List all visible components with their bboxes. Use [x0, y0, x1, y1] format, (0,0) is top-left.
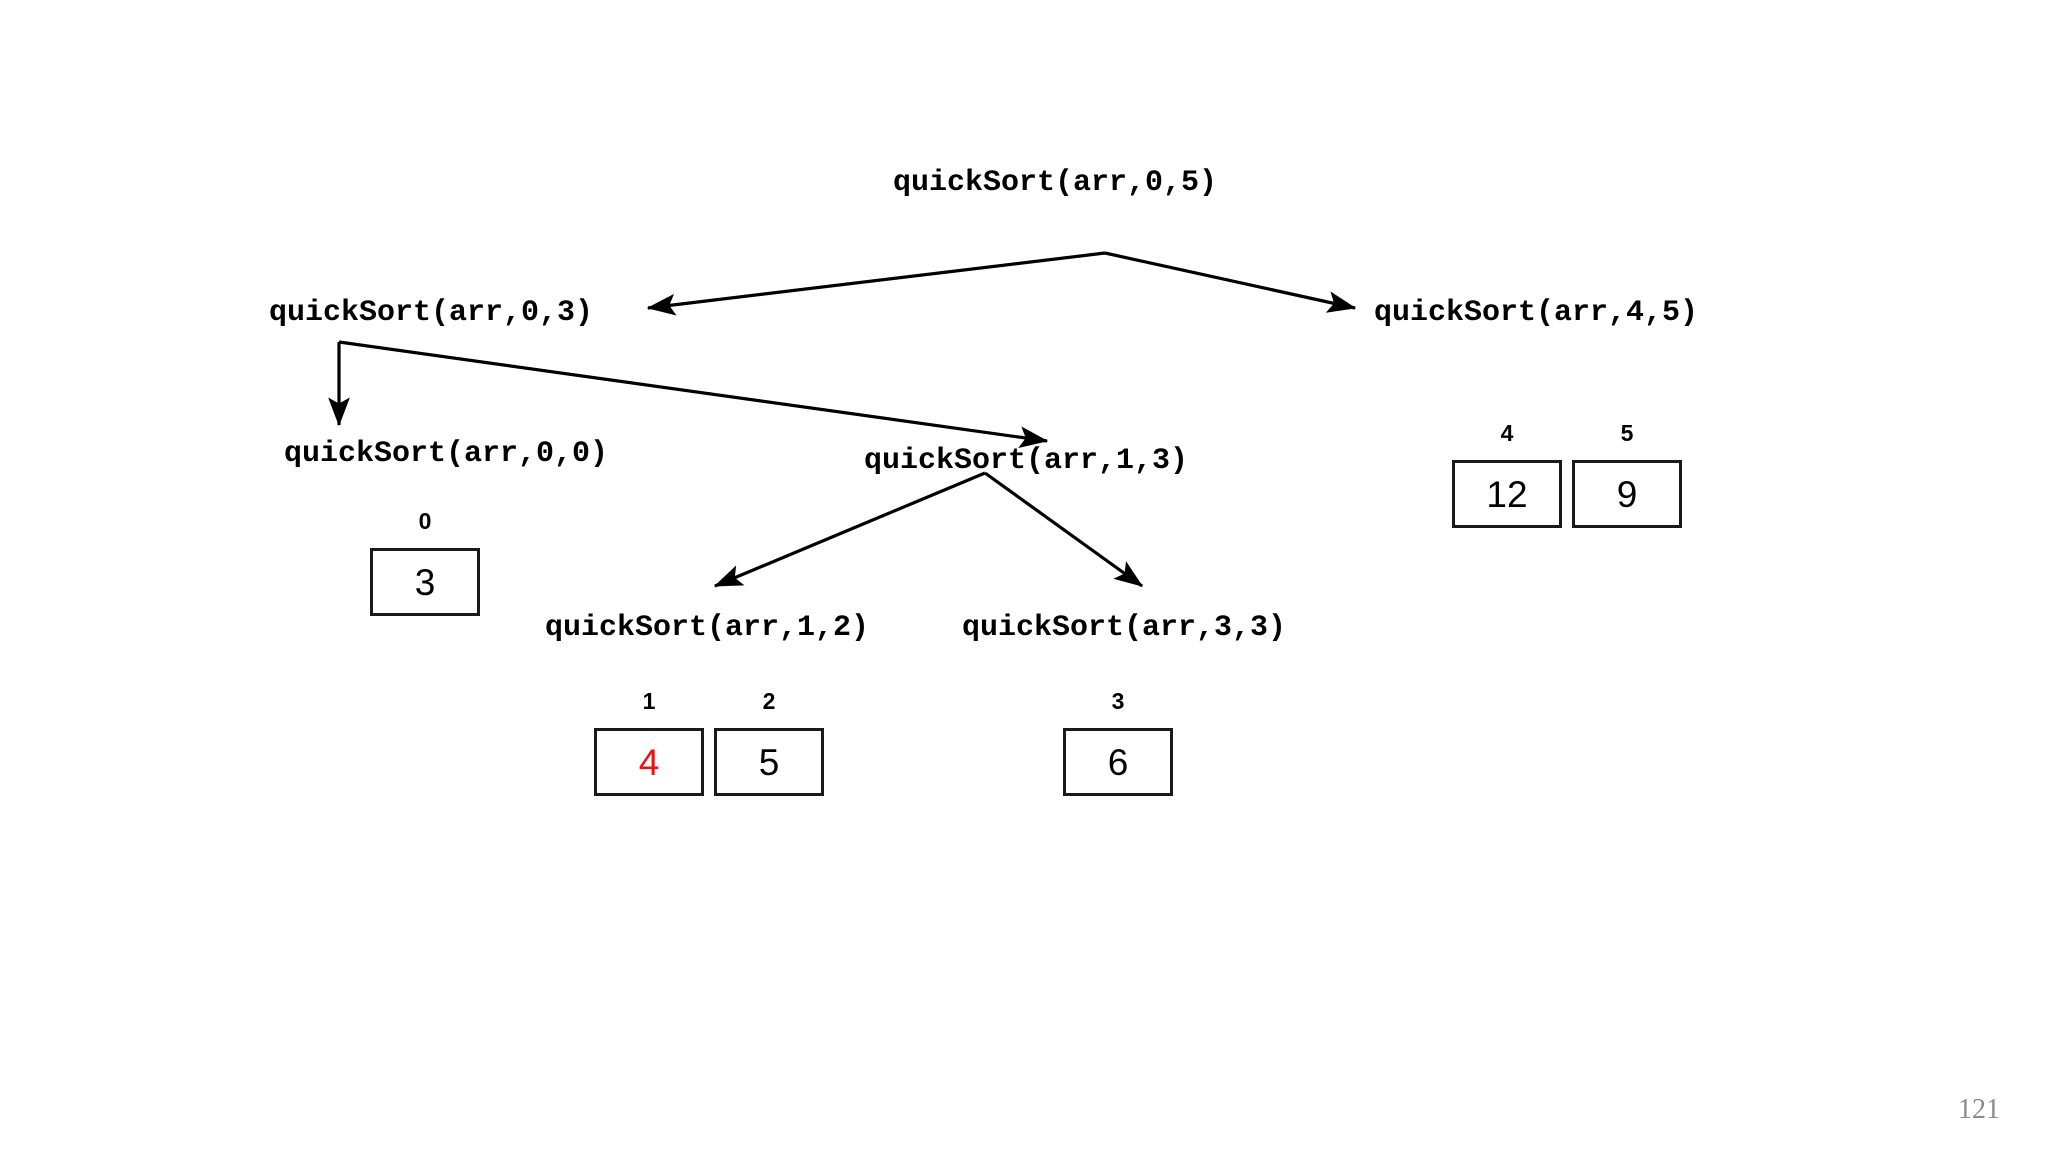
tree-node-n4: quickSort(arr,1,3) — [864, 444, 1189, 478]
array-cell: 4 — [594, 728, 704, 796]
arrow-n4-to-n6 — [984, 471, 1144, 588]
array-cell: 5 — [714, 728, 824, 796]
arrow-n0-to-n2 — [1104, 251, 1357, 313]
arrow-n0-to-n1 — [646, 251, 1106, 316]
array-cell: 3 — [370, 548, 480, 616]
array-cell: 9 — [1572, 460, 1682, 528]
tree-node-n1: quickSort(arr,0,3) — [269, 296, 594, 330]
tree-node-n6: quickSort(arr,3,3) — [962, 611, 1287, 645]
tree-node-n3: quickSort(arr,0,0) — [284, 437, 609, 471]
array-cell-value: 12 — [1486, 473, 1528, 515]
page-number: 121 — [1958, 1094, 2000, 1125]
array-index-label: 4 — [1500, 420, 1514, 446]
array-cell-value: 4 — [638, 741, 660, 783]
array-index-label: 0 — [418, 508, 432, 534]
array-cell-value: 5 — [758, 741, 780, 783]
array-index-label: 2 — [762, 688, 776, 714]
tree-node-n0: quickSort(arr,0,5) — [893, 166, 1218, 200]
array-cell: 6 — [1063, 728, 1173, 796]
array-cell-value: 6 — [1107, 741, 1129, 783]
tree-node-n2: quickSort(arr,4,5) — [1374, 296, 1699, 330]
array-index-label: 1 — [642, 688, 656, 714]
array-index-label: 5 — [1620, 420, 1634, 446]
arrow-n4-to-n5 — [713, 471, 986, 588]
array-cell: 12 — [1452, 460, 1562, 528]
array-cell-value: 3 — [414, 561, 436, 603]
arrow-n1-to-n4 — [338, 340, 1049, 448]
array-cell-value: 9 — [1616, 473, 1638, 515]
tree-node-n5: quickSort(arr,1,2) — [545, 611, 870, 645]
array-index-label: 3 — [1111, 688, 1125, 714]
